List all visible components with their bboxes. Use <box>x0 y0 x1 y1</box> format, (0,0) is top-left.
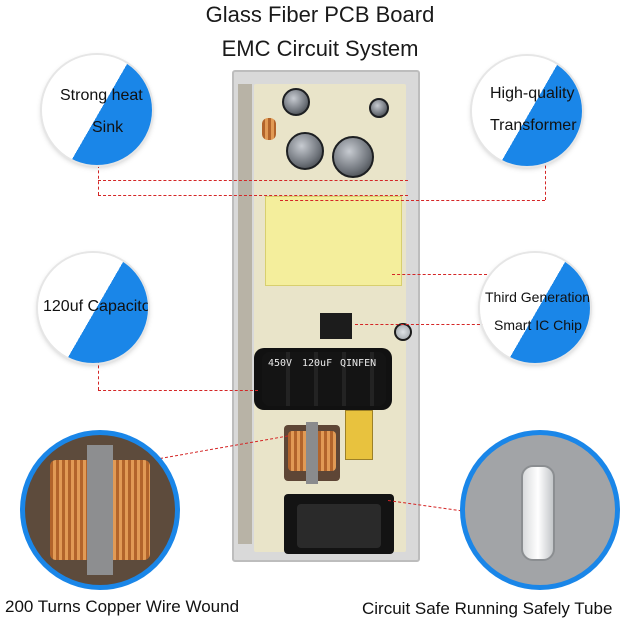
leader-cap-vertical <box>98 360 99 390</box>
title-line-1: Glass Fiber PCB Board <box>205 2 435 27</box>
ic-chip <box>320 313 352 339</box>
ic-line-2: Smart IC Chip <box>494 317 582 333</box>
heat-sink-line-1: Strong heat <box>60 87 143 104</box>
ferrite-core-photo <box>87 445 113 575</box>
cap-voltage-label: 450V <box>268 358 293 369</box>
leader-transformer-horizontal <box>280 200 545 201</box>
cap-brand-label: QINFEN <box>340 358 377 369</box>
callout-ic-chip: Third Generation Smart IC Chip <box>480 253 590 363</box>
callout-capacitor: 120uf Capacitor <box>38 253 148 363</box>
leader-sink-horizontal <box>98 195 408 196</box>
board-side-shadow <box>238 84 252 544</box>
leader-ic-horizontal-2 <box>392 274 487 275</box>
small-capacitor-1 <box>282 88 310 116</box>
callout-transformer: High-quality Transformer <box>472 56 582 166</box>
fuse-tube-photo <box>521 465 555 561</box>
caption-copper: 200 Turns Copper Wire Wound <box>5 597 240 616</box>
capacitor-3 <box>286 132 324 170</box>
ic-line-1: Third Generation <box>485 289 590 305</box>
leader-sink-horizontal-2 <box>98 180 408 181</box>
small-capacitor-5 <box>394 323 412 341</box>
filter-capacitor <box>345 410 373 460</box>
capacitor-line-1: 120uf Capacitor <box>43 298 148 315</box>
capacitor-4 <box>369 98 389 118</box>
callout-heat-sink: Strong heat Sink <box>42 55 152 165</box>
caption-tube: Circuit Safe Running Safely Tube <box>362 599 613 618</box>
heat-sink-line-2: Sink <box>92 119 124 136</box>
leader-ic-horizontal <box>355 324 485 325</box>
capacitor-2 <box>332 136 374 178</box>
cap-value-label: 120uF <box>302 358 333 369</box>
ac-input-socket-inner <box>297 504 381 548</box>
transformer-line-1: High-quality <box>490 85 575 102</box>
leader-cap-horizontal <box>98 390 258 391</box>
title-line-2: EMC Circuit System <box>221 36 419 61</box>
transformer <box>265 196 402 286</box>
choke-core <box>306 422 318 484</box>
leader-transformer-vertical <box>545 150 546 200</box>
capacitor-120uf-sleeve <box>262 352 386 406</box>
photo-copper-winding <box>20 430 180 590</box>
small-inductor <box>262 118 276 140</box>
photo-fuse-tube <box>460 430 620 590</box>
transformer-line-2: Transformer <box>490 117 577 134</box>
